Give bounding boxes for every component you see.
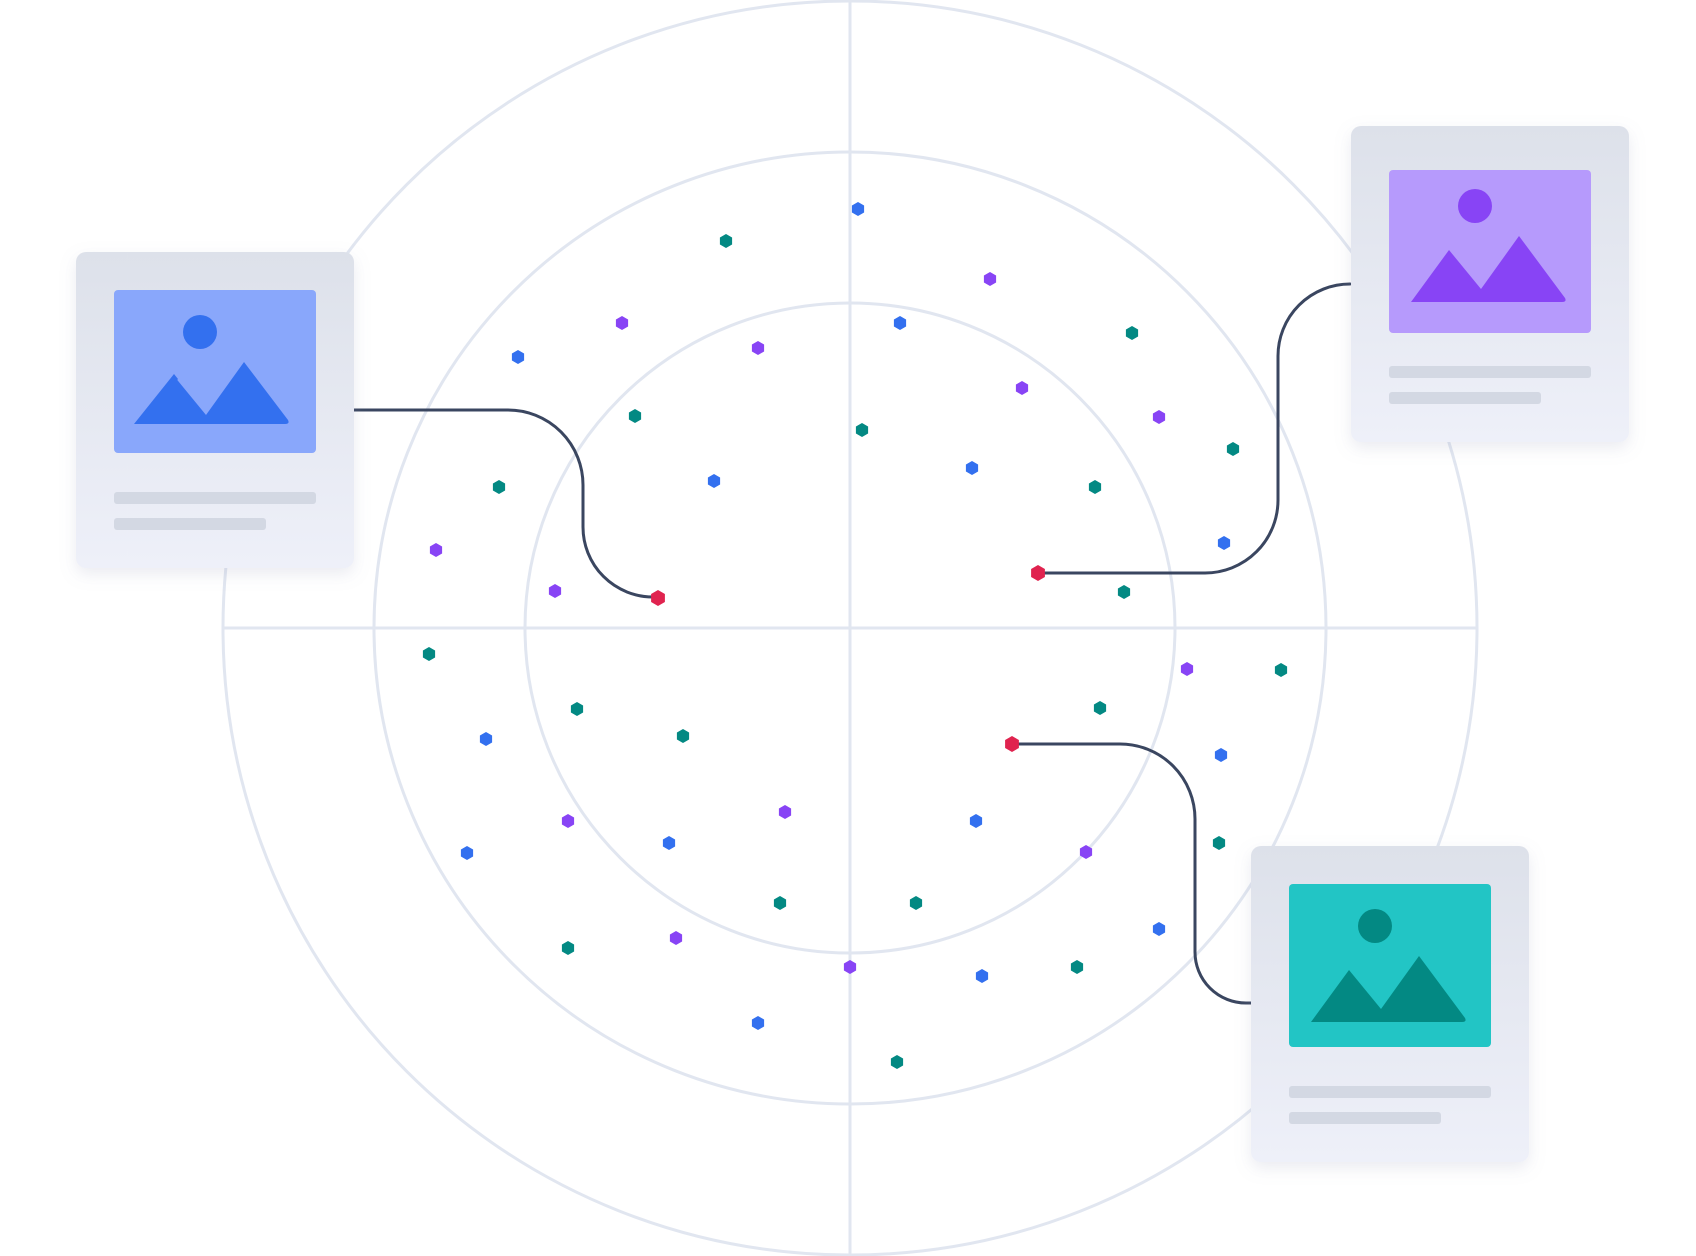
- embedding-point: [851, 202, 865, 216]
- embedding-point: [909, 896, 923, 910]
- embedding-point: [561, 814, 575, 828]
- embedding-point: [707, 474, 721, 488]
- card-purple: [1351, 126, 1629, 442]
- text-placeholder-line-short: [1289, 1112, 1441, 1124]
- highlighted-point: [1031, 565, 1045, 581]
- card-teal: [1251, 846, 1529, 1162]
- embedding-point: [1093, 701, 1107, 715]
- embedding-point: [628, 409, 642, 423]
- image-placeholder-icon: [134, 315, 289, 424]
- image-placeholder-icon: [1411, 189, 1566, 302]
- embedding-point: [479, 732, 493, 746]
- embedding-points: [422, 202, 1288, 1069]
- embedding-point: [662, 836, 676, 850]
- text-placeholder-line: [1289, 1086, 1491, 1098]
- embedding-point: [1180, 662, 1194, 676]
- connectors: [350, 282, 1352, 1005]
- embedding-point: [855, 423, 869, 437]
- embedding-point: [548, 584, 562, 598]
- embedding-point: [1226, 442, 1240, 456]
- embedding-point: [1214, 748, 1228, 762]
- embedding-point: [1117, 585, 1131, 599]
- embedding-point: [1152, 922, 1166, 936]
- text-placeholder-line: [1389, 366, 1591, 378]
- embedding-point: [843, 960, 857, 974]
- connector-line-purple-card: [1036, 282, 1352, 575]
- embedding-point: [561, 941, 575, 955]
- embedding-point: [570, 702, 584, 716]
- embedding-point: [965, 461, 979, 475]
- connector-line-blue-card: [350, 408, 660, 599]
- embedding-point: [1274, 663, 1288, 677]
- embedding-point: [983, 272, 997, 286]
- embedding-point: [429, 543, 443, 557]
- embedding-point: [778, 805, 792, 819]
- embedding-point: [773, 896, 787, 910]
- text-placeholder-line-short: [114, 518, 266, 530]
- text-placeholder-line: [114, 492, 316, 504]
- image-placeholder-frame: [1289, 884, 1491, 1047]
- embedding-point: [460, 846, 474, 860]
- embedding-point: [1079, 845, 1093, 859]
- highlighted-points: [651, 565, 1045, 752]
- text-placeholder-line-short: [1389, 392, 1541, 404]
- image-placeholder-icon: [1311, 909, 1466, 1022]
- embedding-point: [893, 316, 907, 330]
- embedding-point: [969, 814, 983, 828]
- highlighted-point: [651, 590, 665, 606]
- embedding-point: [1125, 326, 1139, 340]
- highlighted-point: [1005, 736, 1019, 752]
- card-blue: [76, 252, 354, 568]
- embedding-point: [1088, 480, 1102, 494]
- embedding-point: [1217, 536, 1231, 550]
- embedding-point: [676, 729, 690, 743]
- embedding-point: [422, 647, 436, 661]
- image-placeholder-frame: [1389, 170, 1591, 333]
- embedding-point: [511, 350, 525, 364]
- embedding-point: [751, 1016, 765, 1030]
- embedding-point: [615, 316, 629, 330]
- connector-line-teal-card: [1010, 742, 1254, 1005]
- embedding-point: [669, 931, 683, 945]
- embedding-point: [1015, 381, 1029, 395]
- embedding-point: [1070, 960, 1084, 974]
- embedding-point: [719, 234, 733, 248]
- embedding-point: [1152, 410, 1166, 424]
- polar-grid: [221, 0, 1479, 1256]
- embedding-point: [492, 480, 506, 494]
- image-placeholder-frame: [114, 290, 316, 453]
- embedding-point: [890, 1055, 904, 1069]
- embedding-point: [1212, 836, 1226, 850]
- embedding-point: [751, 341, 765, 355]
- embedding-point: [975, 969, 989, 983]
